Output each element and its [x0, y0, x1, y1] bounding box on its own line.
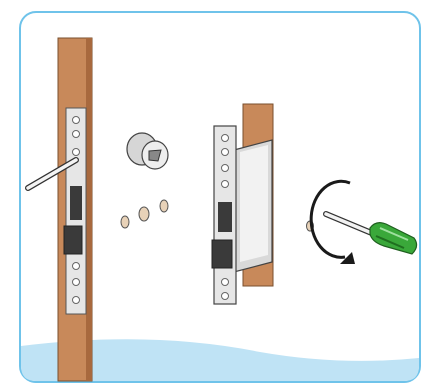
installed-lock-faceplate	[64, 108, 86, 314]
